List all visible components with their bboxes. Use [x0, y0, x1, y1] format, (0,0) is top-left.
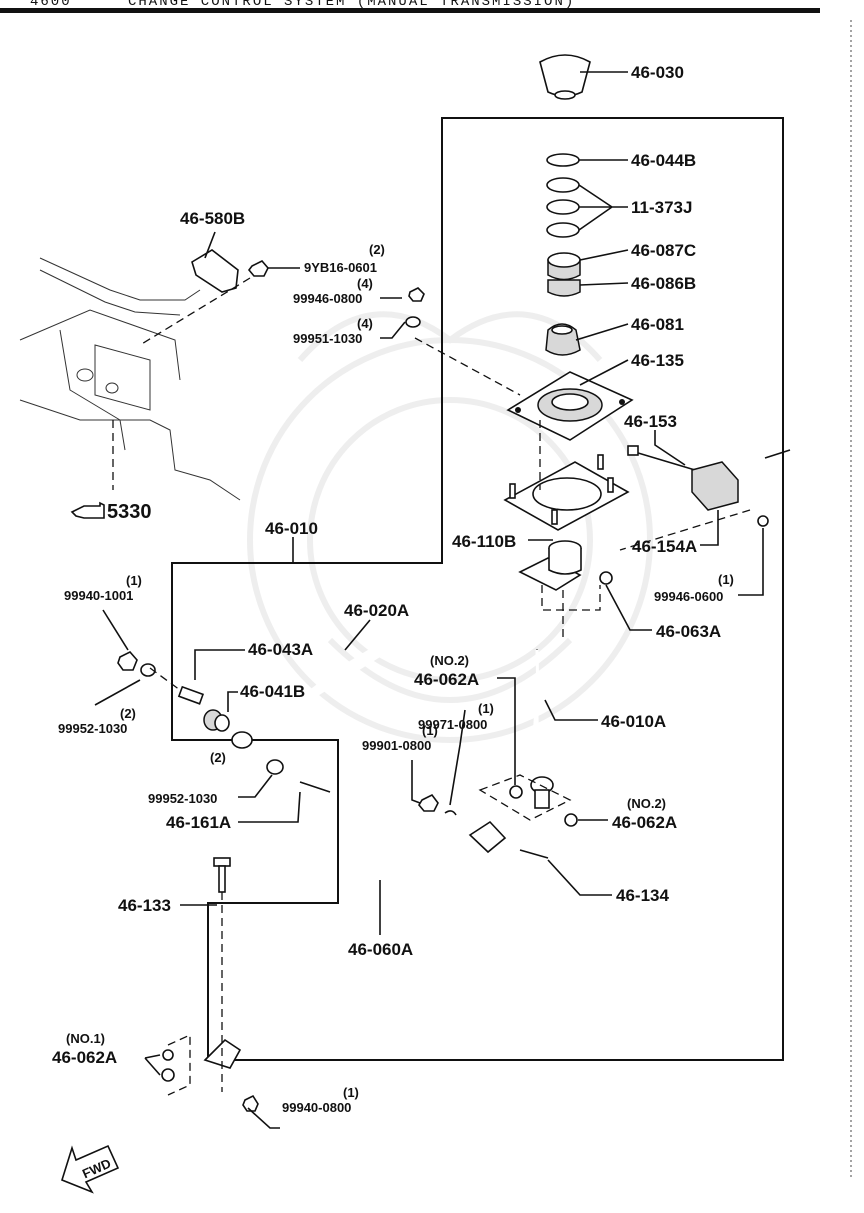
- callout-46-161a: 46-161A: [166, 813, 231, 832]
- qty-99940-0800: (1): [343, 1085, 359, 1100]
- callout-99952-1030-b: 99952-1030: [148, 791, 217, 806]
- fwd-arrow: FWD: [61, 1144, 120, 1194]
- callout-46-063a: 46-063A: [656, 622, 721, 641]
- reference-number: 5330: [107, 501, 152, 523]
- shift-lever-part: [530, 649, 554, 809]
- qty-46-062a-top: (NO.2): [430, 653, 469, 668]
- lower-plate-part: [503, 454, 630, 531]
- pin-part: [177, 685, 205, 705]
- callout-99951-1030: 99951-1030: [293, 331, 362, 346]
- callout-labels: 46-030 46-044B 11-373J 46-087C 46-086B 4…: [52, 63, 734, 1115]
- callout-46-060a: 46-060A: [348, 940, 413, 959]
- callout-46-154a: 46-154A: [632, 537, 697, 556]
- bolt-46-133-part: [213, 857, 231, 893]
- callout-99952-1030-a: 99952-1030: [58, 721, 127, 736]
- callout-46-041b: 46-041B: [240, 682, 305, 701]
- header-rule: [0, 8, 820, 13]
- pointing-hand-icon: [70, 501, 105, 519]
- callout-46-087c: 46-087C: [631, 241, 696, 260]
- qty-99952-1030-a: (2): [120, 706, 136, 721]
- assembly-frame: [171, 117, 784, 1061]
- callout-46-010: 46-010: [265, 519, 318, 538]
- callout-46-062a-top: 46-062A: [414, 670, 479, 689]
- callout-99946-0800: 99946-0800: [293, 291, 362, 306]
- callout-99940-1001: 99940-1001: [64, 588, 133, 603]
- callout-46-134: 46-134: [616, 886, 669, 905]
- qty-46-062a-mid: (NO.2): [627, 796, 666, 811]
- callout-11-373j: 11-373J: [631, 198, 692, 217]
- bushing-063a-part: [599, 571, 613, 585]
- qty-99946-0800: (4): [357, 276, 373, 291]
- qty-99940-1001: (1): [126, 573, 142, 588]
- bushing-041b-part: [203, 709, 230, 732]
- clip-99971-part: [444, 810, 457, 816]
- snap-ring-part: [546, 153, 580, 167]
- nut-washer-part: [117, 651, 156, 677]
- o-ring-parts: [546, 177, 580, 238]
- nut-062a-part: [509, 785, 523, 799]
- bushing-parts: [547, 252, 581, 297]
- callout-46-580b: 46-580B: [180, 209, 245, 228]
- forward-arrow-icon: [61, 1144, 120, 1194]
- bushing-062a-low-part: [161, 1068, 175, 1082]
- callout-9yb16-0601: 9YB16-0601: [304, 260, 377, 275]
- callout-99946-0600: 99946-0600: [654, 589, 723, 604]
- qty-99971-0800: (1): [478, 701, 494, 716]
- qty-99952-1030-b: (2): [210, 750, 226, 765]
- shift-knob-part: [539, 54, 591, 100]
- callout-46-044b: 46-044B: [631, 151, 696, 170]
- callout-99971-0800: 99971-0800: [418, 717, 487, 732]
- boot-part: [545, 323, 581, 356]
- shift-rod-part: [231, 540, 582, 749]
- page-title: CHANGE CONTROL SYSTEM (MANUAL TRANSMISSI…: [128, 0, 575, 10]
- callout-99940-0800: 99940-0800: [282, 1100, 351, 1115]
- reference-5330: 5330: [70, 501, 152, 523]
- callout-46-043a: 46-043A: [248, 640, 313, 659]
- callout-46-153: 46-153: [624, 412, 677, 431]
- callout-46-030: 46-030: [631, 63, 684, 82]
- callout-46-062a-mid: 46-062A: [612, 813, 677, 832]
- page-number: 4600: [30, 0, 72, 10]
- qty-9yb16-0601: (2): [369, 242, 385, 257]
- washer-99952-part: [266, 759, 284, 775]
- qty-46-062a-low: (NO.1): [66, 1031, 105, 1046]
- nut-062a-mid-part: [564, 813, 578, 827]
- nut-99901-part: [418, 793, 439, 812]
- callout-46-086b: 46-086B: [631, 274, 696, 293]
- cover-plate-part: [506, 371, 634, 441]
- qty-99951-1030: (4): [357, 316, 373, 331]
- extension-rod-part: [203, 820, 507, 1069]
- bolt-46-134-part: [519, 849, 549, 859]
- callout-46-010a: 46-010A: [601, 712, 666, 731]
- callout-46-062a-low: 46-062A: [52, 1048, 117, 1067]
- bracket-580b-part: [191, 249, 425, 328]
- callout-99901-0800: 99901-0800: [362, 738, 431, 753]
- leader-lines: [94, 71, 764, 1129]
- callout-46-081: 46-081: [631, 315, 684, 334]
- qty-99901-0800: (1): [422, 723, 438, 738]
- callout-46-020a: 46-020A: [344, 601, 409, 620]
- stud-46-161a-part: [299, 781, 331, 793]
- body-structure-sketch: [19, 257, 241, 501]
- nut-062a-low-part: [162, 1049, 174, 1061]
- callout-46-133: 46-133: [118, 896, 171, 915]
- qty-99946-0600: (1): [718, 572, 734, 587]
- callout-46-135: 46-135: [631, 351, 684, 370]
- assembly-dash-lines: [112, 277, 751, 1096]
- bracket-part: [627, 445, 791, 527]
- callout-46-110b: 46-110B: [452, 532, 516, 551]
- header: 4600 CHANGE CONTROL SYSTEM (MANUAL TRANS…: [0, 0, 820, 13]
- nut-99940-0800-part: [242, 1094, 259, 1112]
